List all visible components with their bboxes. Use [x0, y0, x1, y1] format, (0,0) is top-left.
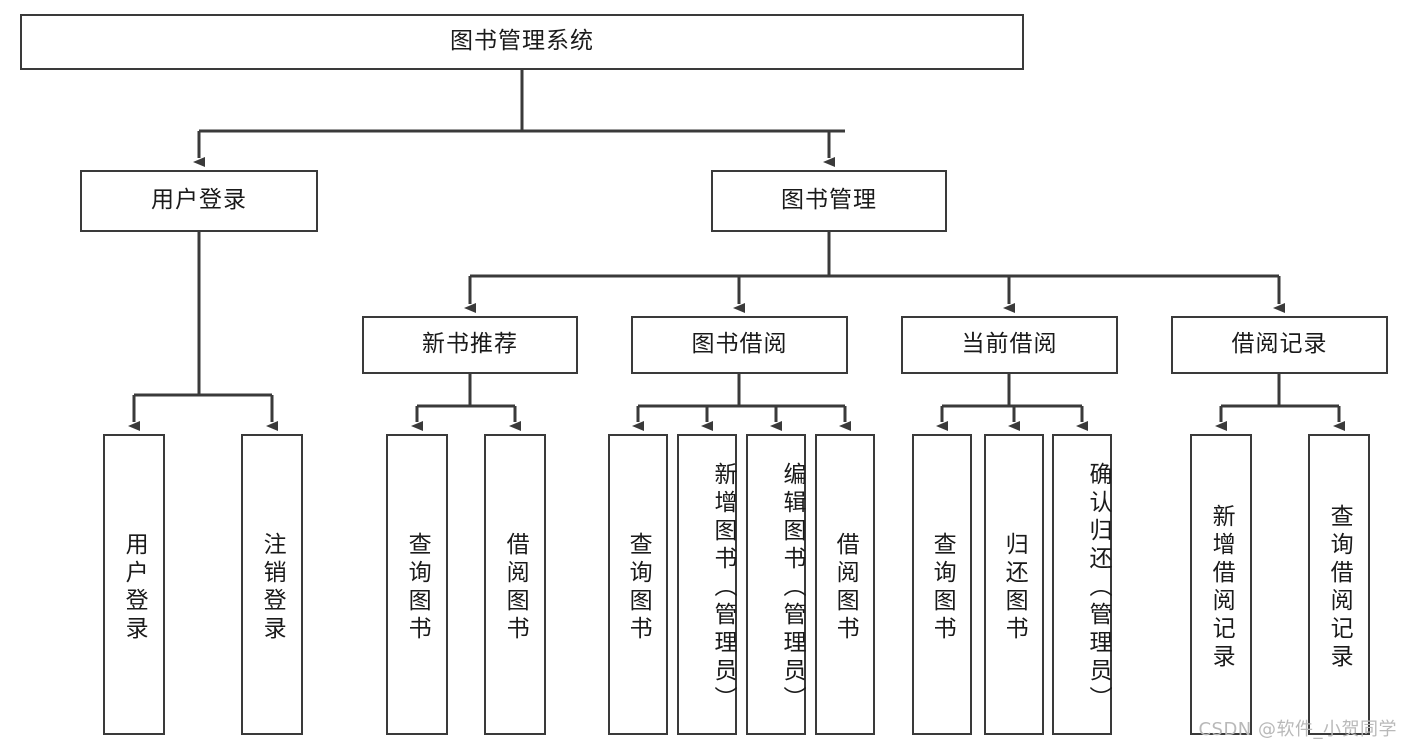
leaf-confirm-return-admin[interactable]: 确认归还（管理员）: [1052, 434, 1112, 735]
node-new-book-recommend-label: 新书推荐: [422, 331, 518, 358]
leaf-add-borrow-record[interactable]: 新增借阅记录: [1190, 434, 1252, 735]
leaf-query-book-borrow[interactable]: 查询图书: [608, 434, 668, 735]
leaf-edit-book-admin[interactable]: 编辑图书（管理员）: [746, 434, 806, 735]
node-book-borrow-label: 图书借阅: [691, 331, 788, 358]
node-borrow-record-label: 借阅记录: [1231, 331, 1328, 358]
leaf-borrow-book-recommend-label: 借阅图书: [502, 531, 529, 644]
node-root[interactable]: 图书管理系统: [20, 14, 1024, 70]
node-book-borrow[interactable]: 图书借阅: [631, 316, 848, 374]
node-current-borrow[interactable]: 当前借阅: [901, 316, 1118, 374]
leaf-borrow-book[interactable]: 借阅图书: [815, 434, 875, 735]
leaf-query-book-borrow-label: 查询图书: [625, 531, 652, 644]
leaf-return-book-label: 归还图书: [1001, 531, 1028, 644]
leaf-query-borrow-record[interactable]: 查询借阅记录: [1308, 434, 1370, 735]
node-user-login[interactable]: 用户登录: [80, 170, 318, 232]
leaf-confirm-return-admin-label: 确认归还（管理员）: [1085, 461, 1111, 714]
leaf-add-book-admin-label: 新增图书（管理员）: [710, 461, 736, 714]
leaf-user-logout-label: 注销登录: [259, 531, 286, 644]
leaf-query-book-current-label: 查询图书: [929, 531, 956, 644]
leaf-user-logout[interactable]: 注销登录: [241, 434, 303, 735]
leaf-borrow-book-label: 借阅图书: [832, 531, 859, 644]
leaf-query-borrow-record-label: 查询借阅记录: [1326, 503, 1353, 672]
node-user-login-label: 用户登录: [151, 187, 247, 214]
node-new-book-recommend[interactable]: 新书推荐: [362, 316, 578, 374]
leaf-query-book-current[interactable]: 查询图书: [912, 434, 972, 735]
node-book-management-label: 图书管理: [781, 187, 877, 214]
leaf-edit-book-admin-label: 编辑图书（管理员）: [779, 461, 805, 714]
node-borrow-record[interactable]: 借阅记录: [1171, 316, 1388, 374]
leaf-return-book[interactable]: 归还图书: [984, 434, 1044, 735]
leaf-query-book-recommend-label: 查询图书: [404, 531, 431, 644]
watermark-text: CSDN @软件_小贺同学: [1198, 719, 1397, 740]
leaf-user-login-label: 用户登录: [121, 531, 148, 644]
node-book-management[interactable]: 图书管理: [711, 170, 947, 232]
leaf-borrow-book-recommend[interactable]: 借阅图书: [484, 434, 546, 735]
leaf-add-borrow-record-label: 新增借阅记录: [1208, 503, 1235, 672]
node-root-label: 图书管理系统: [450, 28, 594, 55]
leaf-user-login[interactable]: 用户登录: [103, 434, 165, 735]
leaf-query-book-recommend[interactable]: 查询图书: [386, 434, 448, 735]
node-current-borrow-label: 当前借阅: [961, 331, 1058, 358]
leaf-add-book-admin[interactable]: 新增图书（管理员）: [677, 434, 737, 735]
